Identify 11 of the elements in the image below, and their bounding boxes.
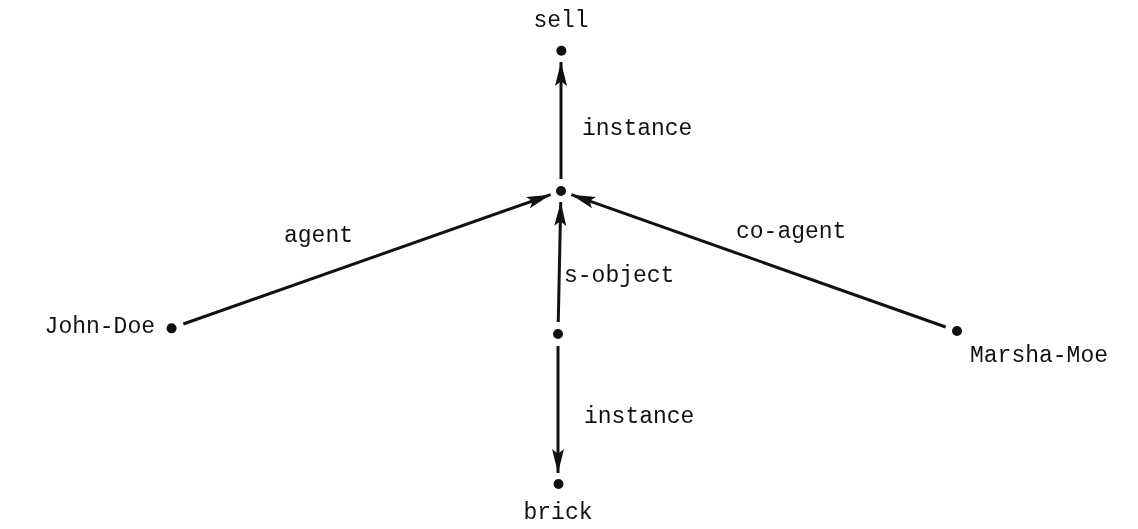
- node-label: John-Doe: [44, 315, 155, 341]
- arrow: [182, 193, 552, 326]
- node-label: sell: [533, 8, 589, 34]
- arrow: [555, 62, 567, 179]
- node-dot: [553, 329, 563, 339]
- arrow: [552, 346, 564, 473]
- arrow: [570, 193, 947, 329]
- node-dot: [556, 186, 566, 196]
- node-label: brick: [523, 501, 593, 527]
- arrow: [554, 201, 567, 323]
- node-label: Marsha-Moe: [970, 344, 1109, 370]
